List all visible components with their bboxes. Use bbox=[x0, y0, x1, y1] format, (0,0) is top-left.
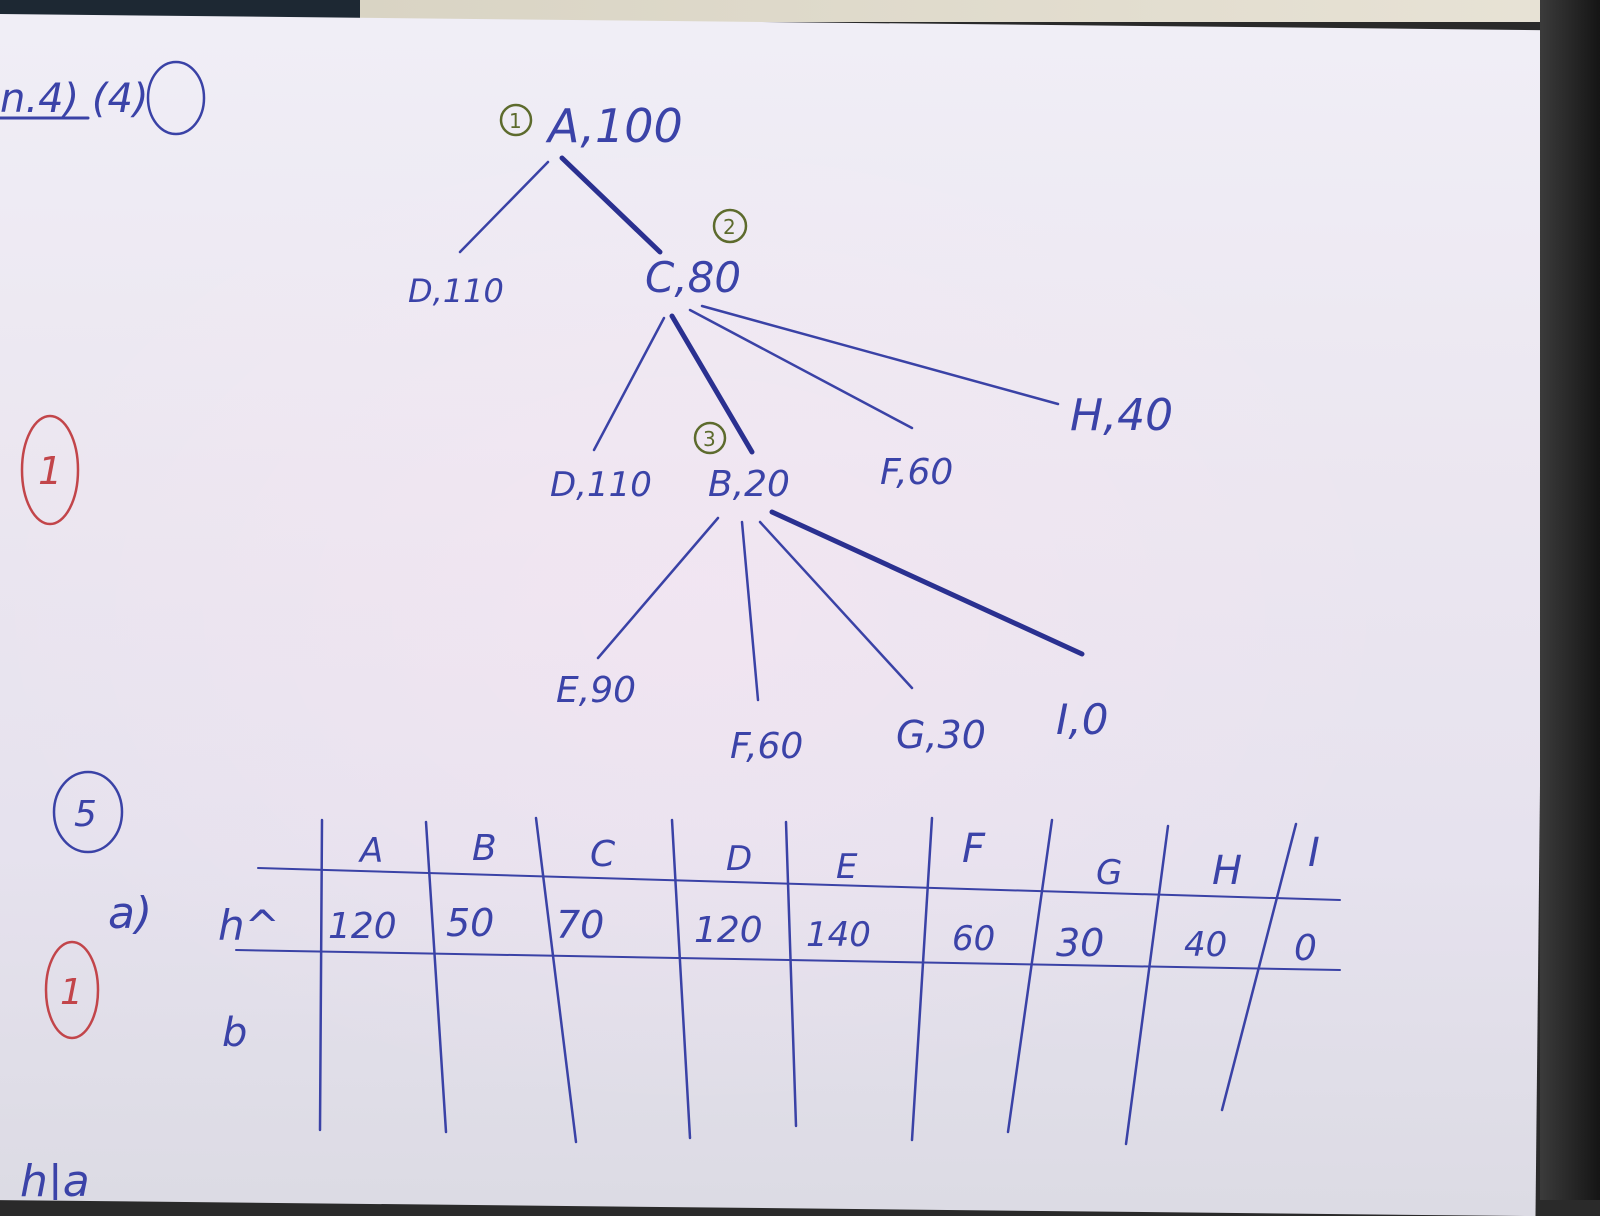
table-cell: 40 bbox=[1184, 925, 1227, 965]
row-label-a: a) bbox=[108, 888, 152, 939]
table-headers: A B C D E F G H I bbox=[358, 826, 1320, 894]
step-label-3: 3 bbox=[703, 427, 716, 451]
node-g: G,30 bbox=[896, 713, 986, 757]
col-divider bbox=[784, 820, 798, 1128]
edge-a-d bbox=[458, 160, 550, 254]
margin-mark-5: 5 bbox=[74, 794, 97, 835]
node-e: E,90 bbox=[556, 670, 636, 711]
tree-nodes: A,100 D,110 C,80 D,110 B,20 F,60 H,40 E,… bbox=[408, 99, 1173, 767]
margin-circle-1 bbox=[20, 414, 80, 526]
table-header: F bbox=[962, 826, 986, 872]
col-divider bbox=[534, 816, 578, 1144]
bottom-scrawl: h|a bbox=[20, 1156, 90, 1200]
edge-b-g bbox=[758, 520, 914, 690]
edge-a-c bbox=[559, 155, 663, 255]
edge-b-f bbox=[740, 520, 760, 702]
margin-circle-1b bbox=[44, 940, 100, 1040]
step-label-2: 2 bbox=[723, 215, 736, 239]
node-c: C,80 bbox=[645, 253, 741, 302]
table-cell: 140 bbox=[806, 915, 871, 955]
row-label-b: b bbox=[222, 1010, 247, 1056]
node-i: I,0 bbox=[1056, 695, 1108, 744]
col-divider bbox=[318, 818, 324, 1132]
table-line-mid bbox=[235, 949, 1341, 971]
edge-c-f bbox=[688, 308, 914, 430]
desk-edge bbox=[1540, 0, 1600, 1200]
row-label-h: h^ bbox=[218, 901, 280, 950]
margin-mark-1: 1 bbox=[38, 449, 62, 493]
table-header: C bbox=[590, 834, 616, 875]
col-divider bbox=[910, 816, 934, 1142]
header-note: n.4) (4) bbox=[0, 76, 149, 122]
table-cell: 120 bbox=[328, 906, 397, 947]
table-grid bbox=[235, 816, 1341, 1146]
header-circle bbox=[146, 60, 206, 136]
table-header: E bbox=[836, 847, 858, 887]
desk-background bbox=[0, 0, 1600, 22]
table-header: A bbox=[358, 831, 383, 871]
col-divider bbox=[670, 818, 692, 1140]
table-values: 120 50 70 120 140 60 30 40 0 bbox=[328, 901, 1317, 969]
edge-c-h bbox=[700, 304, 1060, 406]
step-circle-2 bbox=[712, 208, 748, 244]
margin-circle-5 bbox=[52, 770, 124, 854]
step-circle-1 bbox=[499, 103, 533, 137]
col-divider bbox=[1006, 818, 1054, 1134]
table-header: G bbox=[1096, 853, 1122, 893]
node-d-2: D,110 bbox=[550, 465, 652, 505]
table-header: B bbox=[472, 828, 497, 869]
edge-c-b bbox=[669, 313, 755, 455]
step-label-1: 1 bbox=[509, 109, 522, 133]
edge-b-e bbox=[596, 516, 720, 660]
col-divider bbox=[1124, 824, 1170, 1146]
table-cell: 30 bbox=[1056, 921, 1104, 965]
col-divider bbox=[1220, 822, 1298, 1112]
edge-b-i bbox=[769, 509, 1085, 657]
table-cell: 50 bbox=[446, 901, 494, 945]
node-b: B,20 bbox=[708, 464, 790, 505]
step-circle-3 bbox=[693, 421, 727, 455]
table-line-top bbox=[257, 867, 1341, 901]
node-d-1: D,110 bbox=[408, 272, 504, 310]
table-header: H bbox=[1212, 848, 1242, 894]
margin-mark-1b: 1 bbox=[60, 972, 83, 1013]
table-cell: 120 bbox=[694, 910, 763, 951]
table-header: D bbox=[726, 839, 752, 879]
edge-c-d bbox=[592, 316, 666, 452]
table-cell: 70 bbox=[556, 903, 604, 947]
node-f-1: F,60 bbox=[880, 452, 953, 493]
col-divider bbox=[424, 820, 448, 1134]
table-cell: 0 bbox=[1294, 928, 1317, 969]
node-a: A,100 bbox=[545, 99, 683, 153]
table-cell: 60 bbox=[952, 919, 995, 959]
tree-edges bbox=[458, 155, 1085, 702]
node-f-2: F,60 bbox=[730, 726, 803, 767]
node-h: H,40 bbox=[1070, 390, 1173, 441]
table-header: I bbox=[1308, 830, 1320, 876]
